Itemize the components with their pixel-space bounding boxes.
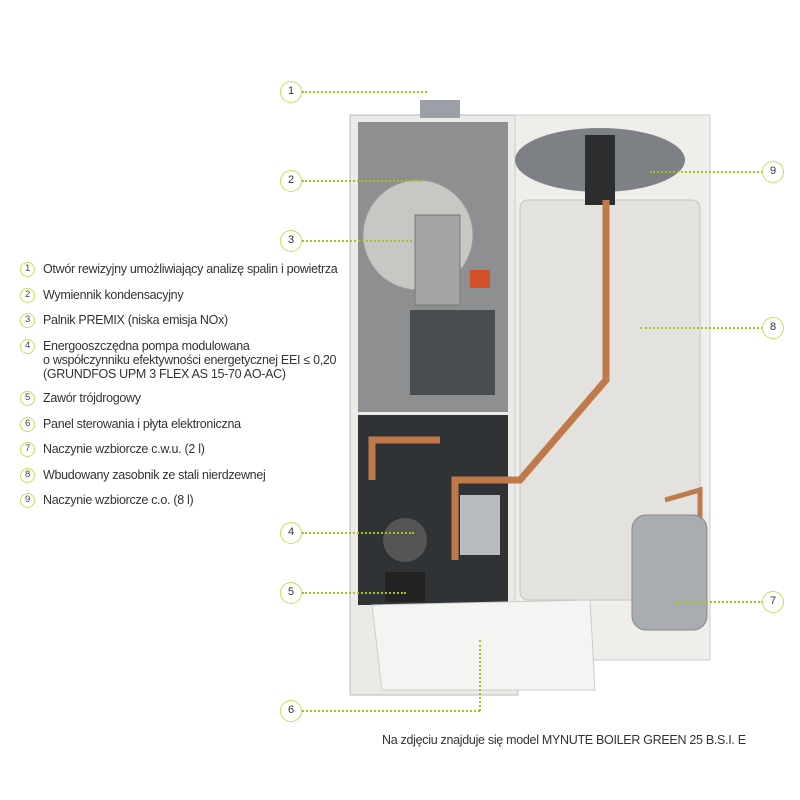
legend-item: 4 Energooszczędna pompa modulowana o wspó… — [20, 338, 360, 381]
legend-text: Naczynie wzbiorcze c.o. (8 l) — [43, 493, 194, 507]
legend-item: 2 Wymiennik kondensacyjny — [20, 287, 360, 303]
leader-4 — [302, 532, 414, 534]
legend-item: 3 Palnik PREMIX (niska emisja NOx) — [20, 313, 360, 328]
leader-7 — [675, 601, 763, 603]
leader-8 — [640, 327, 763, 329]
callout-2: 2 — [280, 170, 302, 192]
legend-number: 6 — [20, 416, 35, 432]
legend-text: Energooszczędna pompa modulowana o współ… — [43, 338, 337, 381]
legend-number: 8 — [20, 467, 35, 483]
legend-number: 3 — [20, 313, 35, 328]
legend-text: Otwór rewizyjny umożliwiający analizę sp… — [43, 262, 338, 276]
legend-text: Wbudowany zasobnik ze stali nierdzewnej — [43, 467, 266, 482]
legend-number: 1 — [20, 262, 35, 277]
legend-item: 6 Panel sterowania i płyta elektroniczna — [20, 416, 360, 432]
legend-text: Wymiennik kondensacyjny — [43, 287, 184, 302]
legend-text: Palnik PREMIX (niska emisja NOx) — [43, 313, 228, 327]
callout-7: 7 — [762, 591, 784, 613]
legend-text: Zawór trójdrogowy — [43, 391, 141, 405]
legend-number: 9 — [20, 493, 35, 508]
legend-text: Panel sterowania i płyta elektroniczna — [43, 416, 241, 431]
legend-number: 2 — [20, 287, 35, 303]
callout-8: 8 — [762, 317, 784, 339]
leader-1 — [302, 91, 427, 93]
leader-6-vertical — [479, 640, 481, 711]
callout-9: 9 — [762, 161, 784, 183]
model-caption: Na zdjęciu znajduje się model MYNUTE BOI… — [382, 733, 746, 747]
leader-6 — [302, 710, 480, 712]
legend-item: 9 Naczynie wzbiorcze c.o. (8 l) — [20, 493, 360, 508]
legend-number: 7 — [20, 442, 35, 457]
callout-3: 3 — [280, 230, 302, 252]
legend-text: Naczynie wzbiorcze c.w.u. (2 l) — [43, 442, 205, 456]
legend-item: 5 Zawór trójdrogowy — [20, 391, 360, 406]
legend: 1 Otwór rewizyjny umożliwiający analizę s… — [20, 262, 360, 519]
legend-number: 4 — [20, 338, 35, 354]
leader-3 — [302, 240, 412, 242]
legend-item: 1 Otwór rewizyjny umożliwiający analizę s… — [20, 262, 360, 277]
callout-5: 5 — [280, 582, 302, 604]
callout-6: 6 — [280, 700, 302, 722]
leader-5 — [302, 592, 406, 594]
legend-item: 7 Naczynie wzbiorcze c.w.u. (2 l) — [20, 442, 360, 457]
legend-item: 8 Wbudowany zasobnik ze stali nierdzewnej — [20, 467, 360, 483]
leader-9 — [650, 171, 763, 173]
callout-4: 4 — [280, 522, 302, 544]
leader-2 — [302, 180, 422, 182]
callout-1: 1 — [280, 81, 302, 103]
legend-number: 5 — [20, 391, 35, 406]
